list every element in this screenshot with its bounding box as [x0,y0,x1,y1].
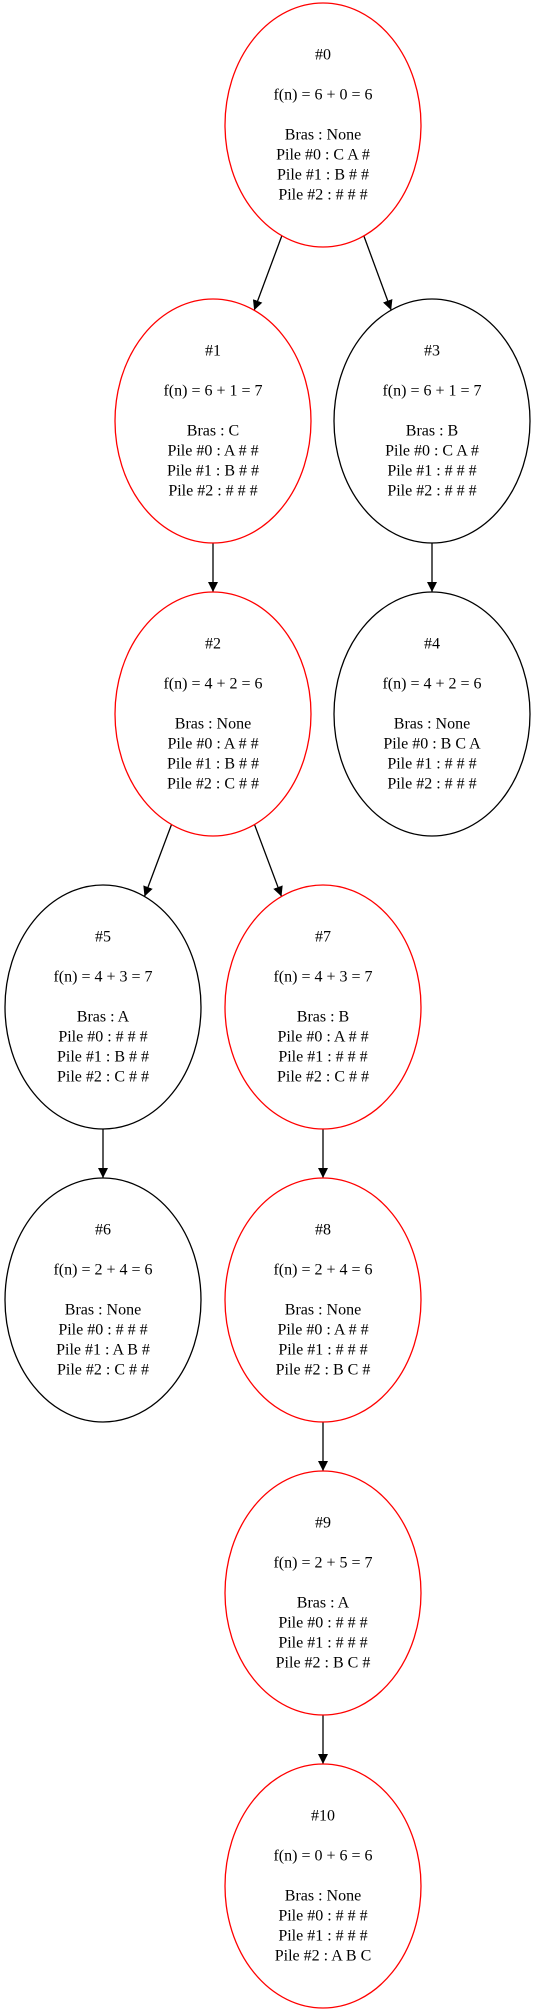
node-3-line-0: #3 [424,343,440,360]
node-8-ellipse [224,1177,422,1423]
node-7-line-7: Pile #2 : C # # [277,1069,369,1086]
node-4-line-5: Pile #0 : B C A [383,736,481,753]
node-10-line-0: #10 [311,1808,335,1825]
node-3-ellipse [333,298,531,544]
node-1-line-4: Bras : C [187,423,239,440]
edge-2-to-5 [143,824,173,897]
node-8-line-4: Bras : None [285,1302,361,1319]
node-3-line-6: Pile #1 : # # # [387,463,476,480]
node-8-line-6: Pile #1 : # # # [278,1342,367,1359]
node-4-ellipse [333,591,531,837]
node-3-line-7: Pile #2 : # # # [387,483,476,500]
node-6-line-7: Pile #2 : C # # [57,1362,149,1379]
node-5-line-2: f(n) = 4 + 3 = 7 [53,969,152,986]
node-0-line-5: Pile #0 : C A # [276,147,370,164]
node-9-line-2: f(n) = 2 + 5 = 7 [273,1555,372,1572]
node-7-line-2: f(n) = 4 + 3 = 7 [273,969,372,986]
node-9-line-4: Bras : A [297,1595,350,1612]
node-6-line-0: #6 [95,1222,111,1239]
node-10-line-6: Pile #1 : # # # [278,1928,367,1945]
node-1-line-0: #1 [205,343,221,360]
node-0-line-6: Pile #1 : B # # [277,167,369,184]
node-0-line-4: Bras : None [285,127,361,144]
node-0-line-7: Pile #2 : # # # [278,187,367,204]
node-8-line-7: Pile #2 : B C # [276,1362,371,1379]
node-9-line-0: #9 [315,1515,331,1532]
node-10-line-2: f(n) = 0 + 6 = 6 [273,1848,372,1865]
node-4-line-4: Bras : None [394,716,470,733]
node-1: #1 f(n) = 6 + 1 = 7 Bras : C Pile #0 : A # … [114,298,312,544]
node-4-line-7: Pile #2 : # # # [387,776,476,793]
node-10-ellipse [224,1763,422,2009]
node-2-line-5: Pile #0 : A # # [167,736,258,753]
node-2-line-2: f(n) = 4 + 2 = 6 [163,676,262,693]
node-0-ellipse [224,2,422,248]
edge-2-to-7 [253,824,283,897]
node-9-line-7: Pile #2 : B C # [276,1655,371,1672]
node-2-line-4: Bras : None [175,716,251,733]
node-4-line-2: f(n) = 4 + 2 = 6 [382,676,481,693]
node-5-line-0: #5 [95,929,111,946]
node-1-line-5: Pile #0 : A # # [167,443,258,460]
node-9-line-5: Pile #0 : # # # [278,1615,367,1632]
node-5: #5 f(n) = 4 + 3 = 7 Bras : A Pile #0 : # # … [4,884,202,1130]
node-1-ellipse [114,298,312,544]
node-4-line-6: Pile #1 : # # # [387,756,476,773]
node-8-line-0: #8 [315,1222,331,1239]
node-2-line-0: #2 [205,636,221,653]
node-6-line-6: Pile #1 : A B # [56,1342,150,1359]
node-8-line-5: Pile #0 : A # # [277,1322,368,1339]
node-3: #3 f(n) = 6 + 1 = 7 Bras : B Pile #0 : C A … [333,298,531,544]
node-1-line-7: Pile #2 : # # # [168,483,257,500]
node-4-line-0: #4 [424,636,440,653]
node-1-line-2: f(n) = 6 + 1 = 7 [163,383,262,400]
node-7-ellipse [224,884,422,1130]
node-0-line-0: #0 [315,47,331,64]
node-5-line-6: Pile #1 : B # # [57,1049,149,1066]
node-1-line-6: Pile #1 : B # # [167,463,259,480]
node-9: #9 f(n) = 2 + 5 = 7 Bras : A Pile #0 : # # … [224,1470,422,1716]
node-0-line-2: f(n) = 6 + 0 = 6 [273,87,372,104]
node-10-line-7: Pile #2 : A B C [275,1948,371,1965]
node-6-line-4: Bras : None [65,1302,141,1319]
node-6-ellipse [4,1177,202,1423]
node-5-line-4: Bras : A [77,1009,130,1026]
edge-0-to-3 [363,235,393,311]
edges-layer [98,235,437,1764]
node-3-line-2: f(n) = 6 + 1 = 7 [382,383,481,400]
node-6-line-5: Pile #0 : # # # [58,1322,147,1339]
node-6-line-2: f(n) = 2 + 4 = 6 [53,1262,152,1279]
node-9-ellipse [224,1470,422,1716]
node-8-line-2: f(n) = 2 + 4 = 6 [273,1262,372,1279]
node-3-line-5: Pile #0 : C A # [385,443,479,460]
node-7-line-4: Bras : B [297,1009,349,1026]
node-2-line-7: Pile #2 : C # # [167,776,259,793]
node-7-line-6: Pile #1 : # # # [278,1049,367,1066]
node-3-line-4: Bras : B [406,423,458,440]
node-5-line-5: Pile #0 : # # # [58,1029,147,1046]
node-2-line-6: Pile #1 : B # # [167,756,259,773]
edge-0-to-1 [252,235,283,311]
node-5-line-7: Pile #2 : C # # [57,1069,149,1086]
node-7-line-0: #7 [315,929,331,946]
node-5-ellipse [4,884,202,1130]
node-7-line-5: Pile #0 : A # # [277,1029,368,1046]
node-7: #7 f(n) = 4 + 3 = 7 Bras : B Pile #0 : A # … [224,884,422,1130]
node-2-ellipse [114,591,312,837]
node-10-line-4: Bras : None [285,1888,361,1905]
node-9-line-6: Pile #1 : # # # [278,1635,367,1652]
node-10-line-5: Pile #0 : # # # [278,1908,367,1925]
